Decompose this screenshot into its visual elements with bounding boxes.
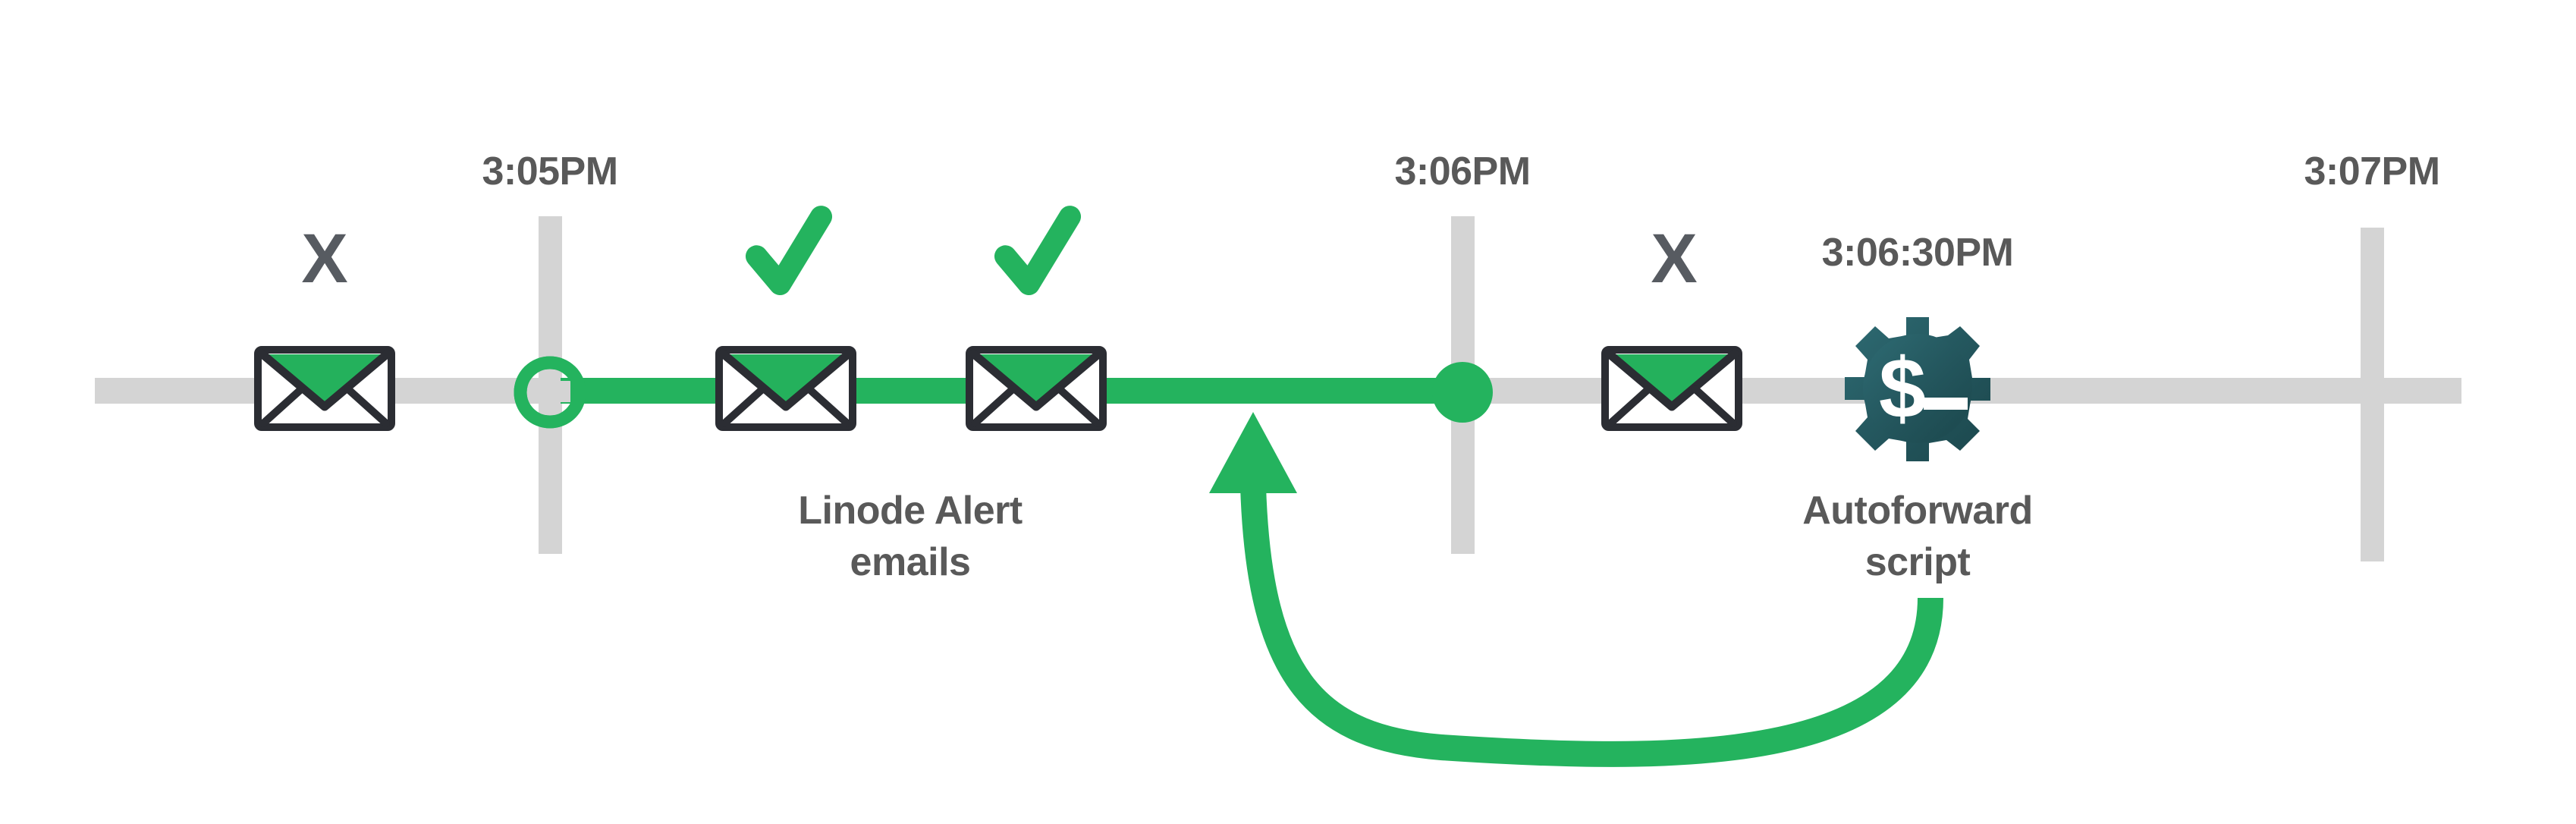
annotation-script-time: 3:06:30PM xyxy=(1822,231,2014,275)
caption-line-1: Autoforward xyxy=(1802,489,2033,533)
tick-mark-307 xyxy=(2361,228,2384,561)
gear-terminal-icon xyxy=(1845,317,1990,461)
event-email-1[interactable]: X xyxy=(258,220,391,427)
tick-label-306: 3:06PM xyxy=(1394,149,1530,193)
marker-start-hollow-circle xyxy=(514,356,586,429)
caption-line-2: emails xyxy=(850,540,971,584)
autoforward-feedback-arrow xyxy=(1209,412,1943,767)
svg-text:3:06:30PM: 3:06:30PM xyxy=(1822,231,2014,275)
caption-line-1: Linode Alert xyxy=(798,489,1023,533)
event-email-3[interactable] xyxy=(969,217,1103,427)
event-script[interactable] xyxy=(1845,317,1990,461)
event-email-4[interactable]: X xyxy=(1605,220,1739,427)
caption-line-2: script xyxy=(1865,540,1971,584)
caption-autoforward-script: Autoforward script xyxy=(1802,489,2033,584)
marker-end-solid-circle xyxy=(1432,362,1493,423)
check-icon xyxy=(756,217,821,285)
tick-labels-group: 3:05PM 3:06PM 3:07PM xyxy=(482,149,2440,193)
fail-x-icon: X xyxy=(1651,220,1697,297)
envelope-icon xyxy=(719,350,853,427)
envelope-icon xyxy=(1605,350,1739,427)
caption-linode-alert-emails: Linode Alert emails xyxy=(798,489,1023,584)
check-icon xyxy=(1005,217,1070,285)
envelope-icon xyxy=(969,350,1103,427)
fail-x-icon: X xyxy=(301,220,347,297)
tick-label-307: 3:07PM xyxy=(2304,149,2439,193)
event-email-2[interactable] xyxy=(719,217,853,427)
tick-label-305: 3:05PM xyxy=(482,149,617,193)
envelope-icon xyxy=(258,350,391,427)
